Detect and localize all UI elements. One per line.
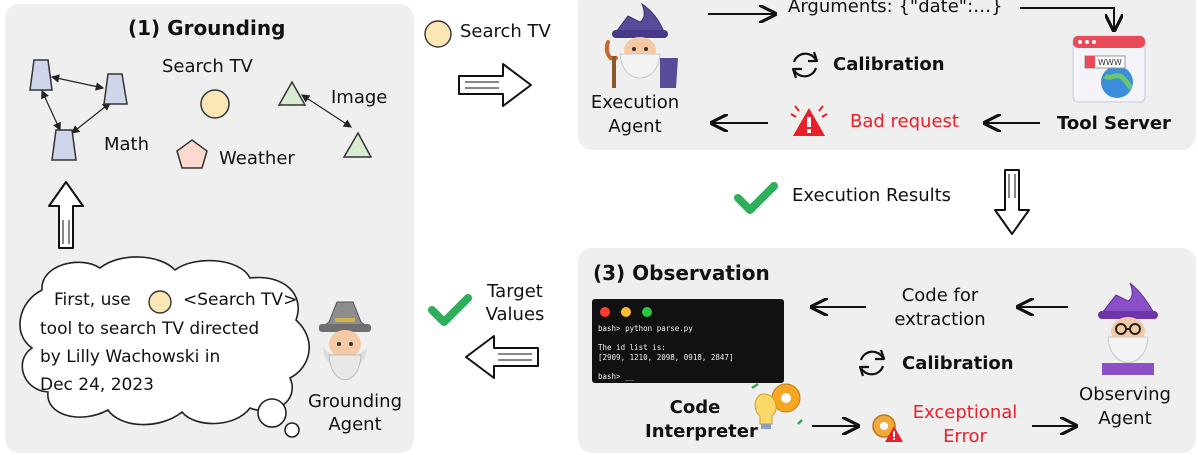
alert-icon (790, 105, 828, 136)
terminal-line-1: bash> python parse.py (598, 324, 693, 333)
target-values-label-1: Target (487, 281, 543, 302)
bad-request-label: Bad request (850, 111, 959, 132)
code-extraction-label-1: Code for (901, 285, 979, 306)
code-interpreter-label-1: Code (669, 397, 721, 418)
terminal-maximize-dot (642, 307, 652, 317)
right-hollow-arrow (458, 63, 532, 107)
search-tool-label: Search TV (162, 56, 253, 77)
terminal-close-dot (600, 307, 610, 317)
tool-server-label: Tool Server (1057, 113, 1171, 134)
observing-agent-icon (1098, 282, 1158, 375)
up-hollow-arrow (48, 181, 84, 249)
grounding-title: (1) Grounding (128, 16, 286, 40)
observing-agent-label-1: Observing (1079, 384, 1171, 405)
check-icon-execution (734, 182, 778, 214)
search-tv-chip-label: Search TV (460, 21, 551, 42)
tool-graph (29, 59, 373, 169)
search-tv-circle-icon (424, 20, 452, 48)
terminal-window: bash> python parse.py The id list is: [2… (592, 299, 784, 383)
thought-cloud (19, 256, 310, 438)
exceptional-error-icon (872, 414, 903, 442)
observation-title: (3) Observation (593, 261, 770, 285)
exceptional-error-label-1: Exceptional (912, 402, 1018, 423)
search-tv-chip-icon (148, 290, 172, 314)
math-node-3 (51, 129, 77, 161)
search-node (200, 89, 230, 119)
terminal-line-3: [2909, 1210, 2098, 0918, 2847] (598, 353, 734, 362)
thought-line-1: First, use (54, 290, 131, 310)
thought-line-3: by Lilly Wachowski in (40, 347, 221, 367)
grounding-agent-label-1: Grounding (307, 391, 403, 412)
execution-agent-label-1: Execution (590, 92, 680, 113)
thought-line-2: tool to search TV directed (40, 319, 260, 339)
execution-arrows (708, 0, 1198, 160)
www-label: WWW (1098, 58, 1122, 67)
image-node-2 (342, 131, 373, 158)
thought-line-1b: <Search TV> (183, 290, 298, 310)
weather-node (176, 139, 208, 169)
code-extraction-label-2: extraction (894, 309, 986, 330)
calibration-label-execution: Calibration (833, 54, 945, 75)
execution-results-label: Execution Results (792, 185, 952, 206)
terminal-line-4: bash> __ (598, 372, 635, 381)
calibration-icon-execution (791, 51, 819, 79)
exceptional-error-label-2: Error (943, 426, 987, 447)
observation-arrows (0, 250, 1198, 455)
terminal-line-2: The id list is: (598, 343, 666, 352)
left-hollow-arrow (465, 335, 539, 379)
execution-agent-label-2: Agent (608, 116, 662, 137)
code-interpreter-label-2: Interpreter (645, 421, 758, 442)
code-interpreter-icon (751, 382, 803, 429)
grounding-agent-label-2: Agent (328, 414, 382, 435)
thought-line-4: Dec 24, 2023 (40, 375, 155, 395)
execution-agent-icon (605, 2, 678, 88)
check-icon-target (428, 294, 472, 326)
target-values-label-2: Values (485, 304, 545, 325)
math-node-2 (103, 73, 128, 105)
tool-server-icon (1072, 35, 1146, 103)
weather-tool-label: Weather (219, 148, 295, 169)
grounding-agent-icon (319, 301, 371, 381)
math-node-1 (29, 59, 53, 91)
image-tool-label: Image (331, 87, 388, 108)
arguments-label: Arguments: {"date":…} (788, 0, 1003, 17)
down-hollow-arrow (994, 169, 1030, 235)
observing-agent-label-2: Agent (1098, 408, 1152, 429)
calibration-label-observation: Calibration (902, 353, 1014, 374)
math-tool-label: Math (104, 134, 150, 155)
terminal-minimize-dot (621, 307, 631, 317)
image-node-1 (277, 80, 307, 106)
calibration-icon-observation (858, 349, 886, 377)
